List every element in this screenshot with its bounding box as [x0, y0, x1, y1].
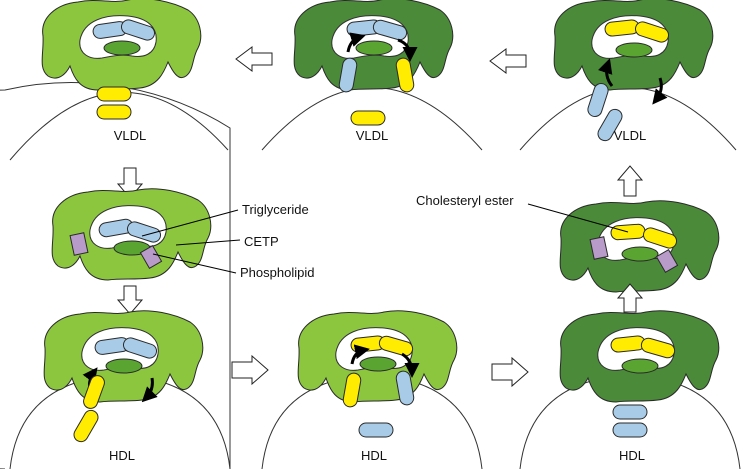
cetp-protein	[41, 0, 202, 91]
cetp-protein	[559, 200, 720, 293]
cholesteryl-ester-molecule	[96, 86, 132, 102]
cetp-protein	[51, 188, 212, 281]
panel-caption: VLDL	[356, 128, 389, 143]
panel-caption: VLDL	[614, 128, 647, 143]
triglyceride-label: Triglyceride	[242, 202, 309, 217]
panel-top-center: VLDL	[261, 0, 483, 151]
panel-caption: VLDL	[114, 128, 147, 143]
panel-bottom-left: HDL	[9, 310, 231, 469]
curved-transfer-arrow-icon	[598, 58, 614, 87]
triglyceride-molecule	[358, 422, 394, 438]
cholesteryl-ester-label: Cholesteryl ester	[416, 193, 514, 208]
triglyceride-molecule	[612, 404, 648, 420]
cetp-protein	[297, 310, 458, 403]
panel-caption: HDL	[109, 448, 135, 463]
cetp-label: CETP	[244, 234, 279, 249]
cetp-protein	[43, 310, 204, 403]
panel-middle-right: Cholesteryl ester	[416, 193, 720, 293]
curved-transfer-arrow-icon	[346, 32, 366, 53]
panel-top-right: VLDL	[519, 0, 737, 151]
curved-transfer-arrow-icon	[652, 77, 668, 105]
cholesteryl-ester-molecule	[96, 104, 132, 120]
open-arrow-icon	[491, 356, 529, 388]
curved-transfer-arrow-icon	[141, 377, 158, 403]
panel-caption: HDL	[361, 448, 387, 463]
open-arrow-icon	[116, 285, 144, 315]
panel-bottom-center: HDL	[261, 310, 483, 469]
open-arrow-icon	[616, 165, 644, 197]
panel-caption: HDL	[619, 448, 645, 463]
open-arrow-icon	[489, 48, 527, 74]
cholesteryl-ester-molecule	[350, 110, 386, 126]
phospholipid-label: Phospholipid	[240, 265, 314, 280]
panel-bottom-right: HDL	[519, 310, 741, 469]
cetp-protein	[553, 0, 714, 91]
open-arrow-icon	[235, 46, 273, 72]
curved-transfer-arrow-icon	[397, 38, 418, 62]
cetp-protein	[293, 0, 454, 91]
open-arrow-icon	[616, 283, 644, 313]
panel-middle-left: Triglyceride CETP Phospholipid	[51, 188, 314, 281]
triglyceride-molecule	[612, 422, 648, 438]
cetp-protein	[559, 310, 720, 403]
open-arrow-icon	[231, 354, 269, 386]
curved-transfer-arrow-icon	[401, 352, 420, 378]
curved-transfer-arrow-icon	[350, 344, 370, 365]
